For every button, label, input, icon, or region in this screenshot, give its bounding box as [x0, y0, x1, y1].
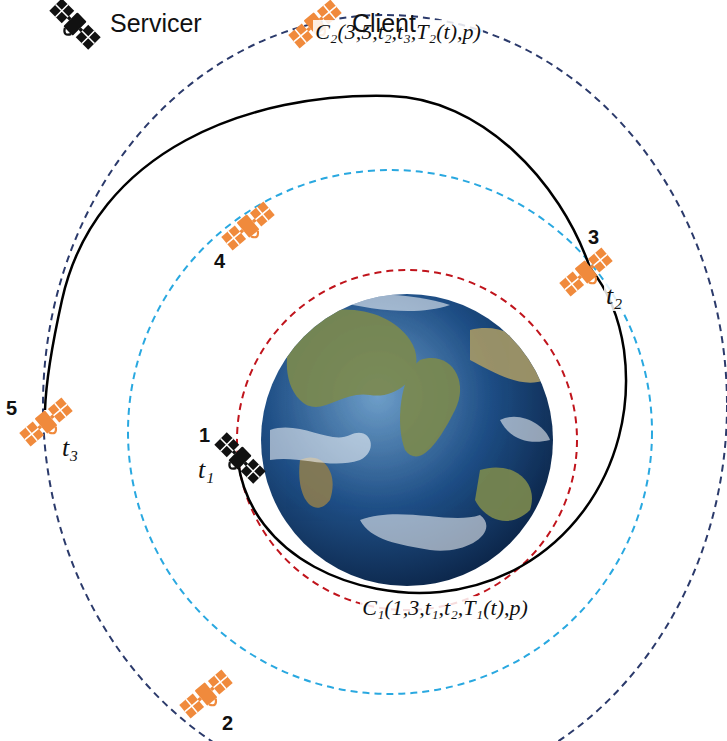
callout-number: 2 — [220, 712, 235, 734]
servicer-satellite — [211, 432, 267, 488]
client-satellite — [221, 201, 278, 254]
servicer-icon — [46, 0, 102, 53]
transfer-arc — [45, 96, 590, 410]
callout-number: 5 — [4, 397, 19, 419]
transfer-arc — [238, 268, 626, 593]
middle-orbit — [128, 170, 652, 694]
legend-text: Servicer — [108, 10, 204, 38]
legend-text: Client — [350, 10, 418, 38]
time-label: t₂ — [604, 282, 624, 311]
time-label: t₃ — [60, 434, 80, 463]
callout-number: 4 — [212, 250, 227, 272]
callout-number: 1 — [197, 424, 212, 446]
inner-orbit — [237, 270, 577, 610]
earth — [261, 294, 553, 586]
callout-number: 3 — [586, 226, 601, 248]
outer-orbit — [43, 15, 727, 741]
transfer-label: C₁(1,3,t₁,t₂,T₁(t),p) — [360, 596, 530, 620]
time-label: t₁ — [196, 456, 216, 485]
